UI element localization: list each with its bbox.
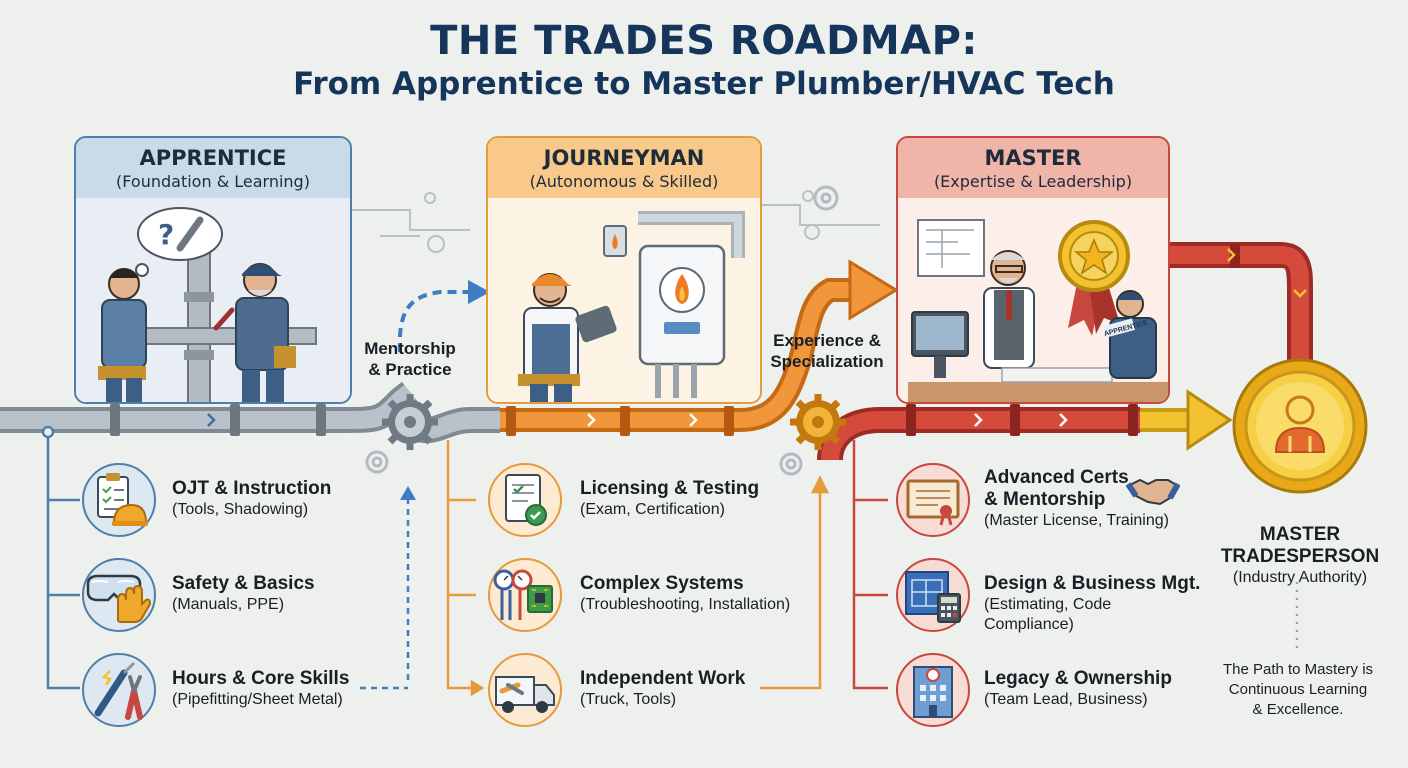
step-title: Licensing & Testing (580, 478, 760, 499)
diploma-icon (906, 479, 960, 526)
step-safety-basics: Safety & Basics (Manuals, PPE) (172, 573, 362, 615)
stage-apprentice: APPRENTICE (Foundation & Learning) ? (74, 136, 352, 404)
step-title: Legacy & Ownership (984, 668, 1172, 689)
step-subtitle: (Truck, Tools) (580, 691, 677, 708)
step-subtitle: (Tools, Shadowing) (172, 501, 309, 518)
step-subtitle: (Estimating, Code Compliance) (984, 596, 1112, 633)
step-icon-circle-complex (488, 558, 562, 632)
stage-journeyman-name: JOURNEYMAN (543, 146, 705, 170)
blueprint-calculator-icon (905, 571, 961, 623)
title-line-2: From Apprentice to Master Plumber/HVAC T… (293, 66, 1115, 102)
step-legacy-ownership: Legacy & Ownership (Team Lead, Business) (984, 668, 1204, 710)
step-icon-circle-hours (82, 653, 156, 727)
closing-statement: The Path to Mastery is Continuous Learni… (1222, 661, 1374, 718)
step-subtitle: (Manuals, PPE) (172, 596, 285, 613)
transition-label-mentorship-text: Mentorship & Practice (364, 339, 456, 379)
stage-apprentice-name: APPRENTICE (139, 146, 287, 170)
step-subtitle: (Exam, Certification) (580, 501, 725, 518)
certificate-icon (505, 474, 547, 526)
step-icon-circle-safety (82, 558, 156, 632)
step-title: Independent Work (580, 668, 746, 689)
clipboard-hardhat-icon (97, 473, 148, 526)
person-icon (1274, 395, 1326, 453)
van-icon (495, 676, 555, 713)
goggles-glove-icon (86, 574, 152, 623)
stage-apprentice-subtitle: (Foundation & Learning) (116, 172, 310, 191)
stage-master-name: MASTER (984, 146, 1082, 170)
step-licensing-testing: Licensing & Testing (Exam, Certification… (580, 478, 780, 520)
step-title: Design & Business Mgt. (984, 573, 1201, 594)
master-tradesperson-medal (1232, 358, 1368, 494)
stage-journeyman: JOURNEYMAN (Autonomous & Skilled) (486, 136, 762, 404)
step-advanced-certs: Advanced Certs & Mentorship (Master Lice… (984, 467, 1204, 531)
svg-text:?: ? (158, 218, 174, 251)
stage-journeyman-subtitle: (Autonomous & Skilled) (529, 172, 719, 191)
tools-icon (94, 661, 143, 720)
transition-label-mentorship: Mentorship & Practice (352, 338, 468, 380)
transition-label-experience: Experience & Specialization (760, 330, 894, 372)
step-icon-circle-ojt (82, 463, 156, 537)
step-icon-circle-licensing (488, 463, 562, 537)
step-hours-core-skills: Hours & Core Skills (Pipefitting/Sheet M… (172, 668, 372, 710)
final-subtitle: (Industry Authority) (1232, 569, 1368, 586)
step-title: Complex Systems (580, 573, 744, 594)
step-subtitle: (Master License, Training) (984, 512, 1169, 529)
gauges-circuit-icon (493, 569, 553, 620)
step-ojt-instruction: OJT & Instruction (Tools, Shadowing) (172, 478, 362, 520)
stage-journeyman-header: JOURNEYMAN (Autonomous & Skilled) (488, 138, 760, 198)
step-subtitle: (Pipefitting/Sheet Metal) (172, 691, 343, 708)
building-icon (913, 666, 953, 718)
stage-apprentice-header: APPRENTICE (Foundation & Learning) (76, 138, 350, 198)
step-title: Advanced Certs & Mentorship (984, 467, 1129, 510)
step-title: Safety & Basics (172, 573, 315, 594)
journeyman-illustration (488, 198, 760, 402)
step-icon-circle-advanced (896, 463, 970, 537)
step-title: OJT & Instruction (172, 478, 332, 499)
step-design-business: Design & Business Mgt. (Estimating, Code… (984, 573, 1204, 635)
step-icon-circle-independent (488, 653, 562, 727)
stage-master-subtitle: (Expertise & Leadership) (933, 172, 1133, 191)
transition-label-experience-text: Experience & Specialization (770, 331, 884, 371)
final-title: MASTER TRADESPERSON (1220, 524, 1380, 567)
master-illustration: APPRENTICE (898, 198, 1168, 402)
title-line-1: THE TRADES ROADMAP: (430, 18, 978, 64)
step-title: Hours & Core Skills (172, 668, 350, 689)
stage-master-header: MASTER (Expertise & Leadership) (898, 138, 1168, 198)
step-subtitle: (Troubleshooting, Installation) (580, 596, 791, 613)
step-subtitle: (Team Lead, Business) (984, 691, 1148, 708)
stage-master: MASTER (Expertise & Leadership) (896, 136, 1170, 404)
step-independent-work: Independent Work (Truck, Tools) (580, 668, 780, 710)
step-complex-systems: Complex Systems (Troubleshooting, Instal… (580, 573, 810, 615)
step-icon-circle-design (896, 558, 970, 632)
apprentice-illustration: ? (76, 198, 350, 402)
handshake-icon (1126, 478, 1180, 506)
step-icon-circle-legacy (896, 653, 970, 727)
